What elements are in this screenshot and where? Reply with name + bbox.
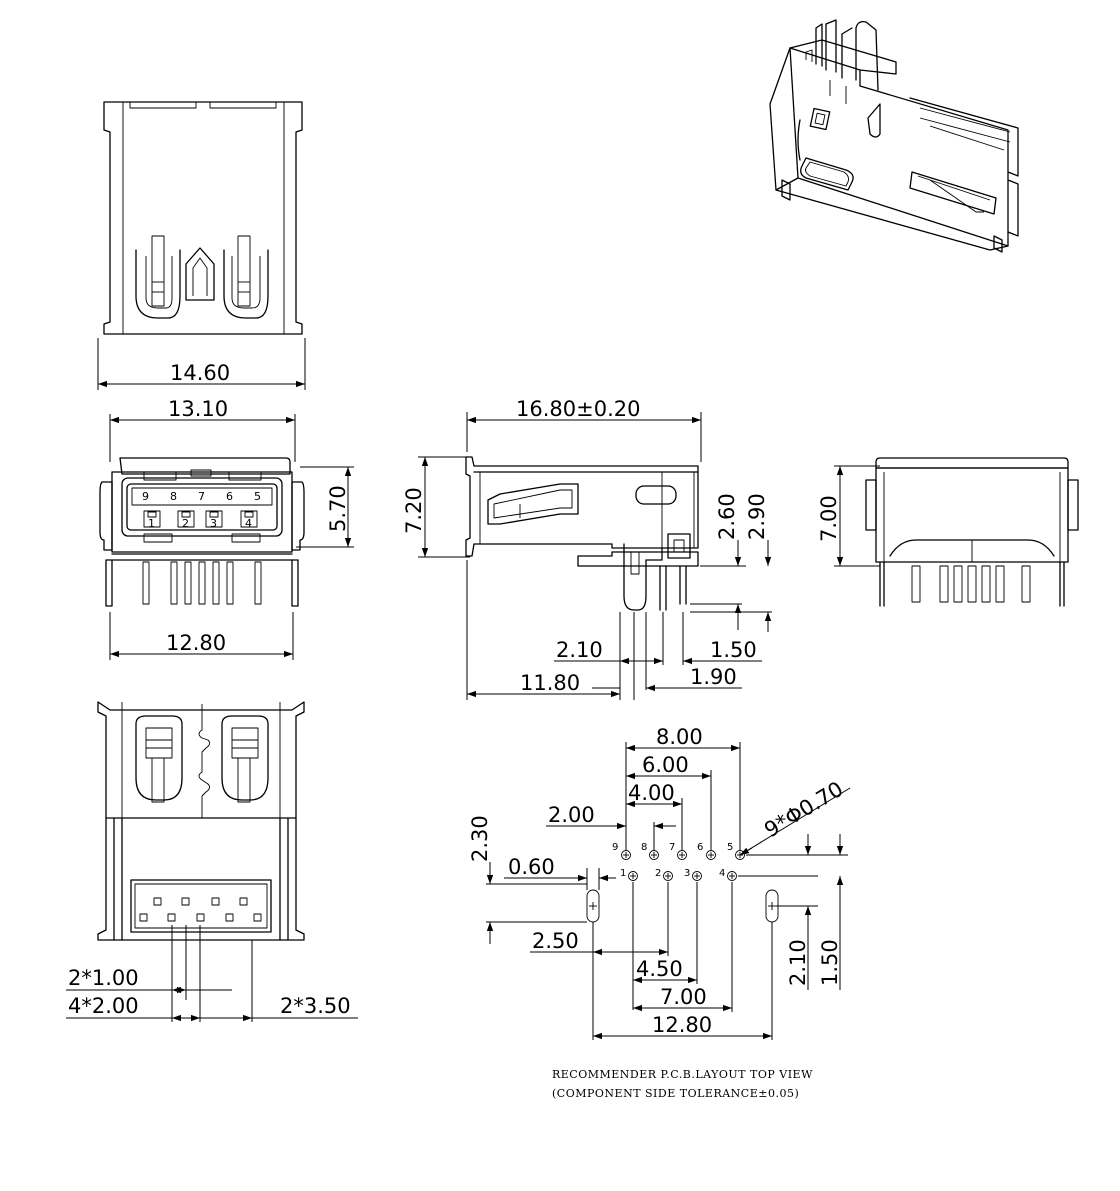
rear-view: 7.00 — [817, 458, 1078, 606]
dim-side-1-90: 1.90 — [690, 665, 737, 689]
dim-bottom-4x2: 4*2.00 — [68, 994, 139, 1018]
pcb-pin-8: 8 — [641, 842, 647, 853]
top-view: 14.60 — [98, 102, 305, 390]
pin-label-4: 4 — [245, 517, 252, 530]
dim-side-11-80: 11.80 — [520, 671, 580, 695]
dim-pcb-2-30: 2.30 — [468, 815, 492, 862]
dim-pcb-4-50: 4.50 — [636, 957, 683, 981]
pin-label-3: 3 — [210, 517, 217, 530]
pin-label-8: 8 — [170, 490, 177, 503]
pin-label-5: 5 — [254, 490, 261, 503]
dim-front-width-top: 13.10 — [168, 397, 228, 421]
isometric-view — [770, 20, 1018, 252]
dim-side-2-60: 2.60 — [715, 493, 739, 540]
dim-side-2-90: 2.90 — [745, 493, 769, 540]
dim-pcb-6-00: 6.00 — [642, 753, 689, 777]
side-view: 16.80±0.20 7.20 2.60 2.90 — [402, 397, 772, 700]
dim-front-height: 5.70 — [326, 485, 350, 532]
pcb-pin-5: 5 — [727, 842, 733, 853]
pcb-pin-3: 3 — [684, 868, 690, 879]
pcb-pin-7: 7 — [669, 842, 675, 853]
dim-rear-height: 7.00 — [817, 495, 841, 542]
dim-side-2-10: 2.10 — [556, 638, 603, 662]
dim-side-1-50: 1.50 — [710, 638, 757, 662]
note-tolerance: (COMPONENT SIDE TOLERANCE±0.05) — [552, 1087, 799, 1100]
dim-front-width-bottom: 12.80 — [166, 631, 226, 655]
pin-label-1: 1 — [148, 517, 155, 530]
dim-pcb-hole: 9*Φ0.70 — [760, 777, 847, 842]
dim-bottom-2x1: 2*1.00 — [68, 966, 139, 990]
dim-pcb-12-80: 12.80 — [652, 1013, 712, 1037]
dim-pcb-1-50: 1.50 — [818, 939, 842, 986]
front-view: 13.10 9 8 7 6 5 1 2 3 4 — [100, 397, 354, 660]
pcb-pin-6: 6 — [697, 842, 703, 853]
pin-label-7: 7 — [198, 490, 205, 503]
pcb-layout-view: 9 8 7 6 5 1 2 3 4 8.00 6.00 4.00 2.00 9*… — [468, 725, 850, 1100]
dim-pcb-2-10: 2.10 — [786, 939, 810, 986]
pin-label-6: 6 — [226, 490, 233, 503]
pcb-pin-1: 1 — [620, 868, 626, 879]
dim-side-length: 16.80±0.20 — [516, 397, 640, 421]
dim-top-width: 14.60 — [170, 361, 230, 385]
note-layout-title: RECOMMENDER P.C.B.LAYOUT TOP VIEW — [552, 1068, 813, 1081]
pcb-pin-4: 4 — [719, 868, 725, 879]
dim-pcb-8-00: 8.00 — [656, 725, 703, 749]
dim-pcb-4-00: 4.00 — [628, 781, 675, 805]
dim-bottom-2x3-5: 2*3.50 — [280, 994, 351, 1018]
pcb-pin-9: 9 — [612, 842, 618, 853]
dim-pcb-2-00: 2.00 — [548, 803, 595, 827]
pin-label-2: 2 — [182, 517, 189, 530]
dim-pcb-7-00: 7.00 — [660, 985, 707, 1009]
pin-label-9: 9 — [142, 490, 149, 503]
pcb-pin-2: 2 — [655, 868, 661, 879]
dim-pcb-0-60: 0.60 — [508, 855, 555, 879]
dim-side-height: 7.20 — [402, 487, 426, 534]
dim-pcb-2-50: 2.50 — [532, 929, 579, 953]
bottom-view: 2*1.00 4*2.00 2*3.50 — [66, 702, 358, 1022]
